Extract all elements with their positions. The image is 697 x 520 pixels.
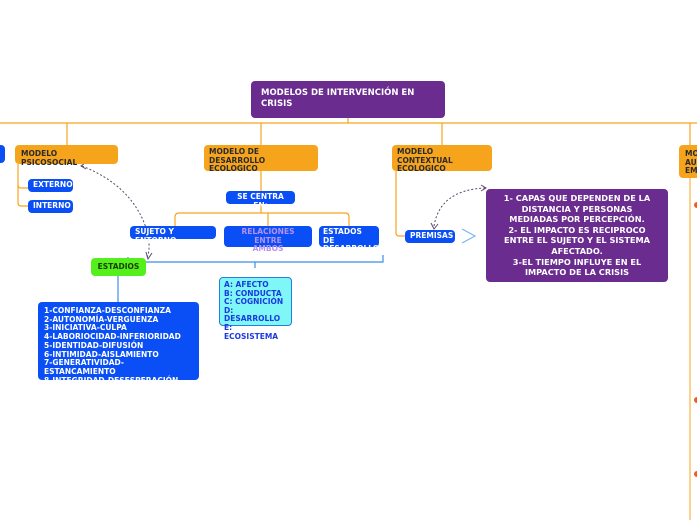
offscreen-node-left — [0, 145, 5, 163]
modelo-offscreen-node[interactable]: MO AU EM — [679, 145, 697, 178]
interno-node[interactable]: INTERNO — [28, 200, 73, 213]
externo-node[interactable]: EXTERNO — [28, 179, 73, 192]
root-node[interactable]: MODELOS DE INTERVENCIÓN EN CRISIS — [251, 81, 445, 118]
afecto-list-node[interactable]: A: AFECTO B: CONDUCTA C: COGNICIÓN D: DE… — [219, 277, 292, 340]
centra-node[interactable]: SE CENTRA EN: — [226, 191, 295, 209]
modelo-psicosocial-node[interactable]: MODELO PSICOSOCIAL — [15, 145, 118, 166]
modelo-contextual-node[interactable]: MODELO CONTEXTUAL ECOLOGICO — [392, 145, 492, 173]
sujeto-entorno-node[interactable]: SUJETO Y ENTORNO — [130, 226, 216, 244]
modelo-desarrollo-node[interactable]: MODELO DE DESARROLLO ECOLOGICO — [204, 145, 318, 173]
estados-desarrollo-node[interactable]: ESTADOS DE DESARROLLO — [319, 226, 379, 253]
stages-list-node[interactable]: 1-CONFIANZA-DESCONFIANZA 2-AUTONOMÍA-VER… — [38, 302, 199, 384]
premisas-text-node[interactable]: 1- CAPAS QUE DEPENDEN DE LA DISTANCIA Y … — [486, 189, 668, 282]
relaciones-node[interactable]: RELACIONES ENTRE AMBOS — [224, 226, 312, 253]
premisas-node[interactable]: PREMISAS — [405, 230, 455, 243]
estadios-node[interactable]: ESTADIOS — [91, 258, 146, 276]
